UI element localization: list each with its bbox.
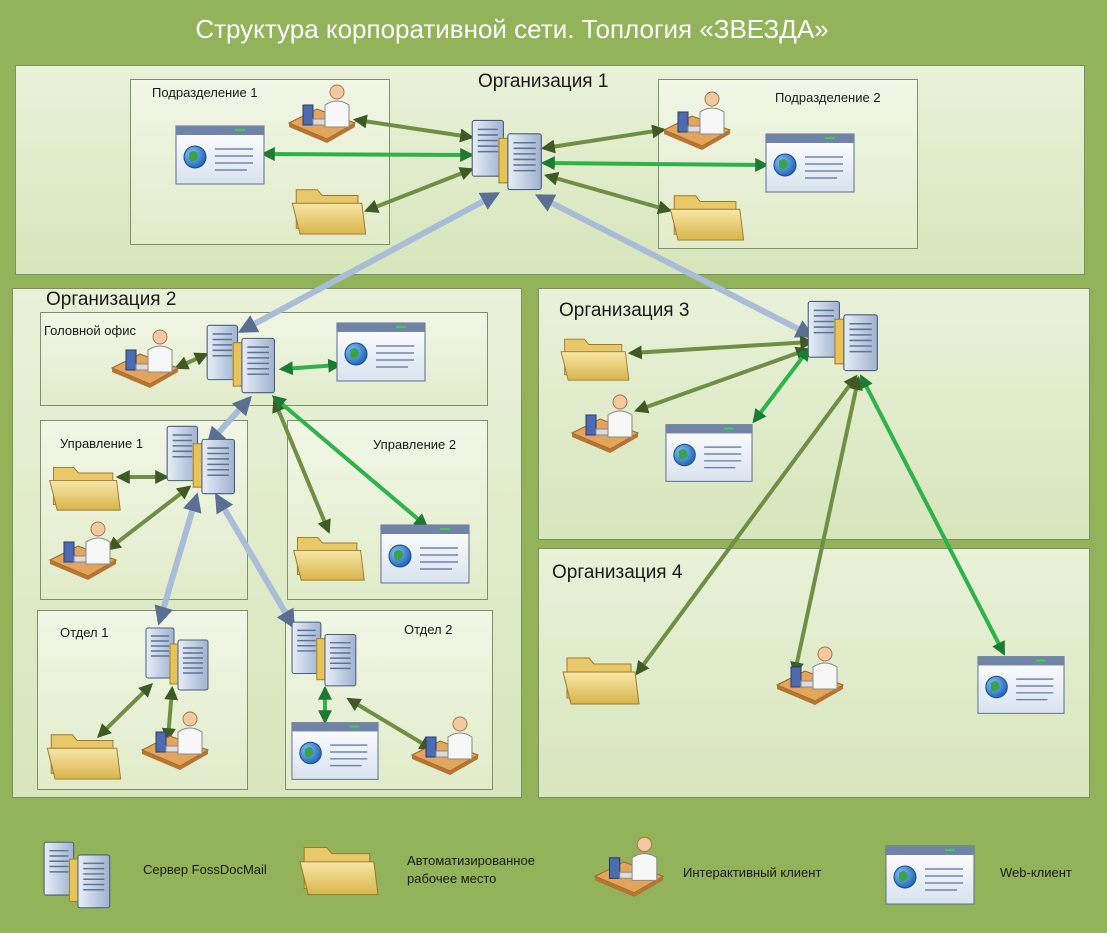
user-workstation-icon bbox=[110, 328, 180, 388]
folder-icon bbox=[43, 727, 125, 781]
link-org1-folder2 bbox=[543, 171, 673, 215]
diagram-title: Структура корпоративной сети. Топлогия «… bbox=[195, 14, 829, 44]
link-office-user bbox=[174, 352, 209, 370]
folder-icon bbox=[298, 838, 380, 898]
link-org1-web2 bbox=[540, 156, 770, 172]
link-otdel2-user bbox=[346, 697, 434, 751]
user-workstation-icon bbox=[410, 715, 480, 775]
link-org1-user1 bbox=[352, 114, 475, 143]
link-otdel1-folder bbox=[97, 683, 153, 738]
folder-icon bbox=[560, 650, 642, 706]
user-workstation-icon bbox=[662, 90, 732, 150]
server-icon bbox=[470, 118, 548, 192]
unit-label-otdel-1: Отдел 1 bbox=[60, 625, 109, 640]
link-org3-web bbox=[752, 346, 811, 424]
link-org1-folder1 bbox=[364, 167, 474, 213]
user-workstation-icon bbox=[593, 835, 665, 897]
folder-icon bbox=[668, 188, 746, 242]
server-icon bbox=[806, 295, 884, 377]
server-icon bbox=[290, 620, 362, 688]
link-org1-org2 bbox=[237, 192, 501, 333]
link-otdel1-user bbox=[161, 685, 179, 743]
link-org3-user bbox=[634, 346, 810, 414]
user-workstation-icon bbox=[287, 83, 357, 143]
link-upr1-otdel1 bbox=[154, 492, 202, 626]
server-icon bbox=[165, 424, 241, 496]
web-window-icon bbox=[977, 655, 1065, 715]
web-window-icon bbox=[336, 322, 426, 382]
unit-label-otdel-2: Отдел 2 bbox=[404, 622, 453, 637]
link-org3-org4-user bbox=[790, 375, 863, 677]
server-icon bbox=[42, 838, 116, 912]
legend-label-web-client: Web-клиент bbox=[1000, 865, 1072, 880]
web-window-icon bbox=[885, 845, 975, 905]
organization-1-label: Организация 1 bbox=[478, 71, 609, 92]
server-icon bbox=[205, 318, 281, 400]
link-office-upr1 bbox=[206, 395, 252, 447]
unit-label-upravlenie-1: Управление 1 bbox=[60, 436, 144, 451]
link-org1-org3 bbox=[534, 194, 816, 338]
folder-icon bbox=[288, 182, 370, 236]
link-office-web-upr2 bbox=[271, 395, 429, 528]
link-org3-folder bbox=[627, 335, 815, 360]
web-window-icon bbox=[380, 524, 470, 584]
link-org3-org4-web bbox=[860, 374, 1005, 656]
web-window-icon bbox=[175, 125, 265, 185]
web-window-icon bbox=[665, 423, 753, 483]
web-window-icon bbox=[765, 133, 855, 193]
web-window-icon bbox=[291, 721, 379, 781]
legend-label-interactive-client: Интерактивный клиент bbox=[683, 865, 822, 880]
legend-label-workstation: Автоматизированное рабочее место bbox=[407, 853, 535, 886]
folder-icon bbox=[555, 332, 635, 382]
link-org1-user2 bbox=[540, 124, 667, 154]
user-workstation-icon bbox=[570, 393, 640, 453]
user-workstation-icon bbox=[775, 645, 845, 705]
link-org1-web1 bbox=[260, 147, 475, 162]
legend-label-server: Сервер FossDocMail bbox=[143, 862, 267, 877]
unit-label-podrazdelenie-2: Подразделение 2 bbox=[775, 90, 881, 105]
link-upr1-user bbox=[106, 485, 192, 551]
unit-label-golovnoy-ofis: Головной офис bbox=[44, 323, 136, 338]
folder-icon bbox=[44, 460, 126, 512]
organization-2-label: Организация 2 bbox=[46, 289, 177, 310]
link-upr1-otdel2 bbox=[215, 493, 295, 629]
link-office-web bbox=[278, 358, 343, 376]
user-workstation-icon bbox=[140, 710, 210, 770]
folder-icon bbox=[288, 530, 370, 582]
user-workstation-icon bbox=[48, 520, 118, 580]
server-icon bbox=[143, 626, 215, 692]
unit-label-podrazdelenie-1: Подразделение 1 bbox=[152, 85, 258, 100]
